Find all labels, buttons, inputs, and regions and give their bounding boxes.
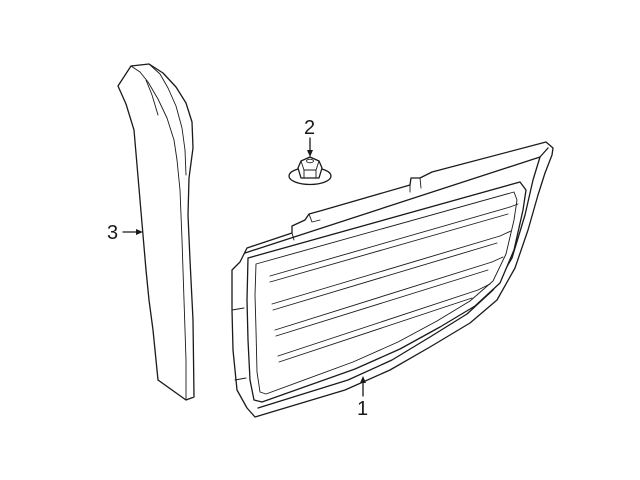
part-1-tail-lamp: [231, 141, 554, 418]
leader-3: [122, 229, 143, 235]
leader-1: [360, 376, 366, 397]
part-3-pillar-trim: [117, 63, 195, 401]
callout-3: 3: [107, 222, 118, 244]
callout-2: 2: [304, 117, 315, 139]
callout-1: 1: [357, 398, 368, 420]
part-2-flange-nut: [288, 156, 332, 186]
leader-2: [307, 137, 313, 157]
